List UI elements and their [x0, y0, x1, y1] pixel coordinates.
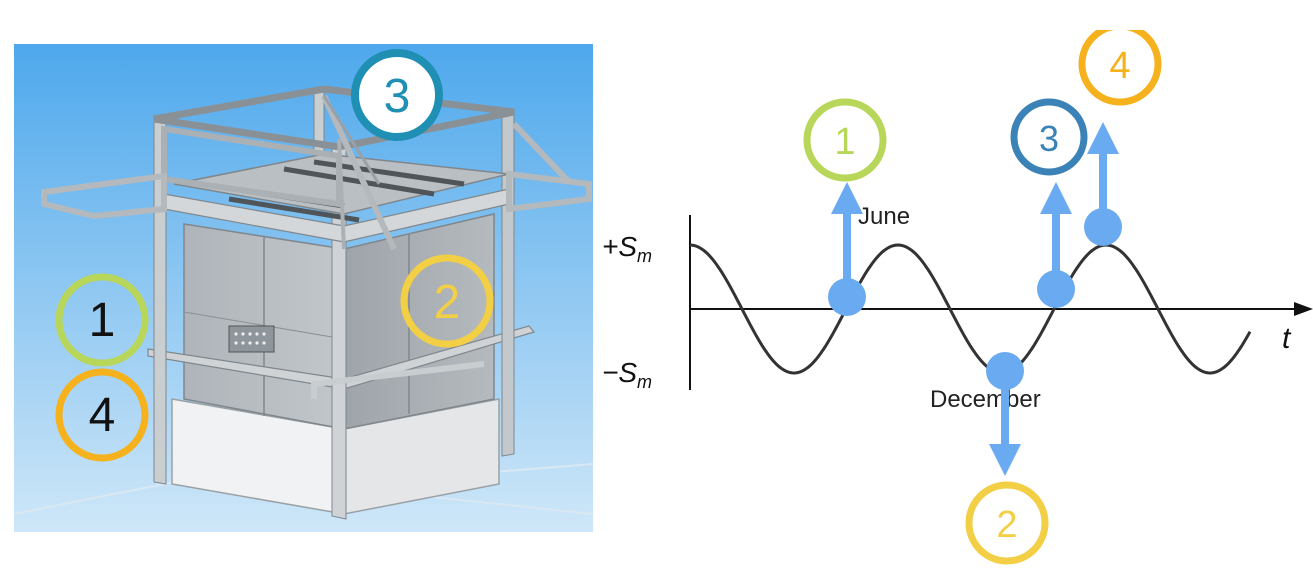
arrow-1 [828, 182, 866, 316]
seasonal-modulation-diagram: +Sm −Sm t June December 1 2 3 4 [602, 30, 1313, 565]
x-axis-arrowhead [1294, 302, 1313, 316]
marker-2: 2 [965, 481, 1049, 565]
chart-marker-4-label: 4 [1109, 45, 1130, 87]
y-label-plus: +Sm [602, 231, 652, 266]
marker-3: 3 [351, 49, 443, 141]
y-label-plus-sub: m [637, 246, 652, 266]
marker-4-label: 4 [89, 389, 116, 442]
sine-curve [689, 243, 1252, 375]
arrow-4 [1084, 122, 1122, 246]
arrow-1-dot [828, 278, 866, 316]
arrow-3-dot [1037, 270, 1075, 308]
arrow-2 [986, 352, 1024, 476]
y-label-minus-sub: m [637, 372, 652, 392]
marker-1-label: 1 [89, 294, 116, 347]
marker-1: 1 [803, 98, 887, 182]
marker-2-label: 2 [434, 276, 461, 329]
arrow-2-dot [986, 352, 1024, 390]
y-label-minus-text: −S [602, 357, 637, 388]
marker-4: 4 [55, 368, 149, 462]
x-label-t: t [1282, 322, 1292, 355]
marker-1: 1 [55, 273, 149, 367]
chart-marker-1-label: 1 [834, 121, 855, 163]
june-label: June [858, 203, 910, 230]
y-label-plus-text: +S [602, 231, 637, 262]
marker-3: 3 [1010, 98, 1088, 176]
arrow-4-dot [1084, 208, 1122, 246]
marker-3-label: 3 [384, 70, 411, 123]
y-label-minus: −Sm [602, 357, 652, 392]
chart-marker-2-label: 2 [996, 504, 1017, 546]
detector-frame-illustration: 1 4 2 3 [14, 44, 593, 532]
arrow-3 [1037, 182, 1075, 308]
frame-structure [41, 85, 592, 520]
marker-4: 4 [1078, 30, 1162, 106]
chart-marker-3-label: 3 [1039, 118, 1059, 159]
marker-2: 2 [400, 254, 494, 348]
december-label: December [930, 386, 1041, 413]
